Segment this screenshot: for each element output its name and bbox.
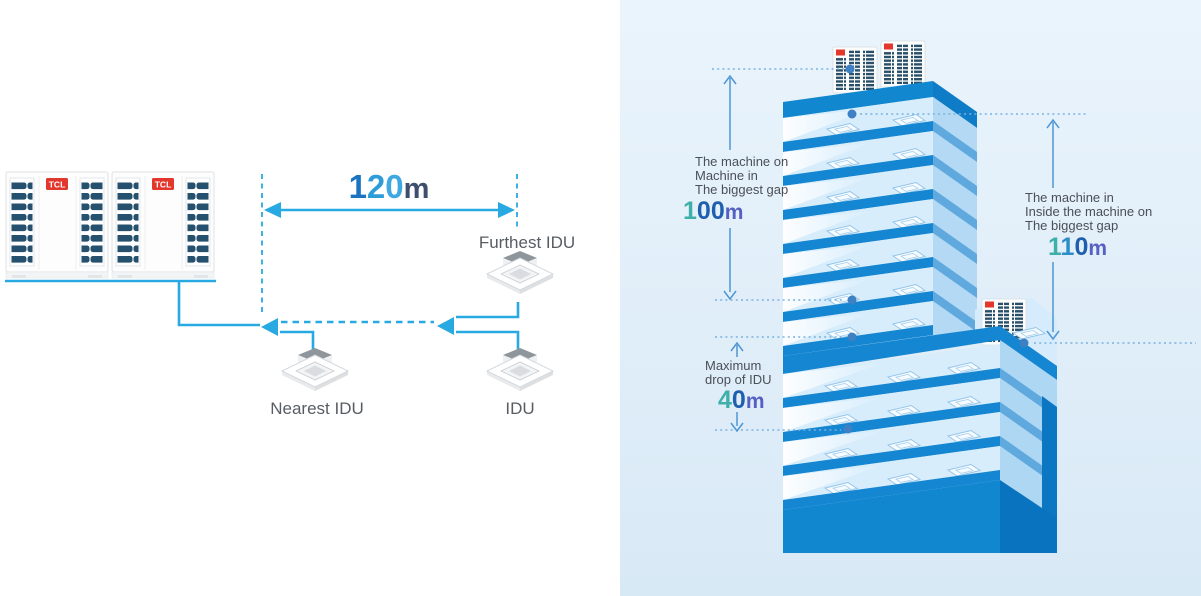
lower-idu-dot: [847, 332, 857, 342]
wing-fascia: [1000, 326, 1057, 380]
outdoor-unit-group-left: TCL TCL: [5, 171, 215, 279]
brand-text: TCL: [155, 180, 172, 190]
roof-gap-line1: The machine on: [695, 154, 788, 169]
outdoor-unit-1: TCL: [5, 171, 109, 279]
roof-gap-annotation: The machine on Machine in The biggest ga…: [683, 74, 788, 301]
mid-idu-dot: [847, 295, 857, 305]
idu-label: IDU: [505, 399, 534, 418]
height-gap-panel: The machine on Machine in The biggest ga…: [620, 0, 1201, 596]
terrace-band: [783, 326, 1000, 374]
reference-dots: [843, 64, 1029, 434]
roof-band: [783, 81, 933, 118]
roof-gap-line3: The biggest gap: [695, 182, 788, 197]
top-idu-dot: [847, 109, 857, 119]
cassette-idu: [486, 250, 554, 295]
building-svg: The machine on Machine in The biggest ga…: [620, 0, 1201, 596]
drop-value: 40m: [718, 386, 765, 414]
louver-panel: [81, 181, 103, 263]
inner-gap-line2: Inside the machine on: [1025, 204, 1152, 219]
roof-gap-value: 100m: [683, 197, 743, 225]
roof-outdoor-unit-2: [880, 40, 926, 88]
furthest-idu-label: Furthest IDU: [479, 233, 575, 252]
pipe-length-svg: TCL TCL: [5, 168, 575, 418]
tower-floors: [783, 97, 933, 356]
outdoor-unit-2: TCL: [111, 171, 215, 279]
drop-line1: Maximum: [705, 358, 761, 373]
idu: IDU: [486, 347, 554, 418]
inner-gap-value: 110m: [1048, 233, 1107, 261]
flow-arrow-right: [437, 317, 454, 335]
roof-outdoor-unit-1: [832, 46, 878, 94]
roof-gap-line2: Machine in: [695, 168, 758, 183]
inner-gap-line1: The machine in: [1025, 190, 1114, 205]
distance-value: 120m: [349, 168, 430, 205]
tower-side-face: [933, 97, 977, 336]
drop-idu-dot: [843, 424, 853, 434]
tcl-badge: [152, 178, 174, 190]
louver-panel: [187, 181, 209, 263]
brand-text: TCL: [49, 180, 66, 190]
louver-panel: [11, 181, 33, 263]
building-base: [783, 480, 1000, 553]
building-base-side: [1000, 480, 1057, 553]
terrace-odu-dot: [1019, 338, 1029, 348]
nearest-idu: Nearest IDU: [270, 347, 364, 418]
cassette-idu: [486, 347, 554, 392]
tower-side-slabs: [933, 121, 977, 332]
pipe-length-panel: TCL TCL: [5, 168, 576, 418]
furthest-idu: Furthest IDU: [479, 233, 575, 295]
louver-panel: [117, 181, 139, 263]
idu-drop-annotation: Maximum drop of IDU 40m: [705, 341, 771, 433]
flow-arrow-left: [261, 318, 278, 336]
roof-odu-dot: [845, 64, 855, 74]
tcl-badge: [46, 178, 68, 190]
inner-gap-line3: The biggest gap: [1025, 218, 1118, 233]
inner-gap-annotation: The machine in Inside the machine on The…: [1025, 118, 1152, 341]
refrigerant-pipes: [5, 279, 520, 352]
building: [783, 40, 1057, 553]
cassette-idu: [281, 347, 349, 392]
drop-line2: drop of IDU: [705, 372, 771, 387]
distance-dimension: 120m: [261, 168, 518, 316]
nearest-idu-label: Nearest IDU: [270, 399, 364, 418]
